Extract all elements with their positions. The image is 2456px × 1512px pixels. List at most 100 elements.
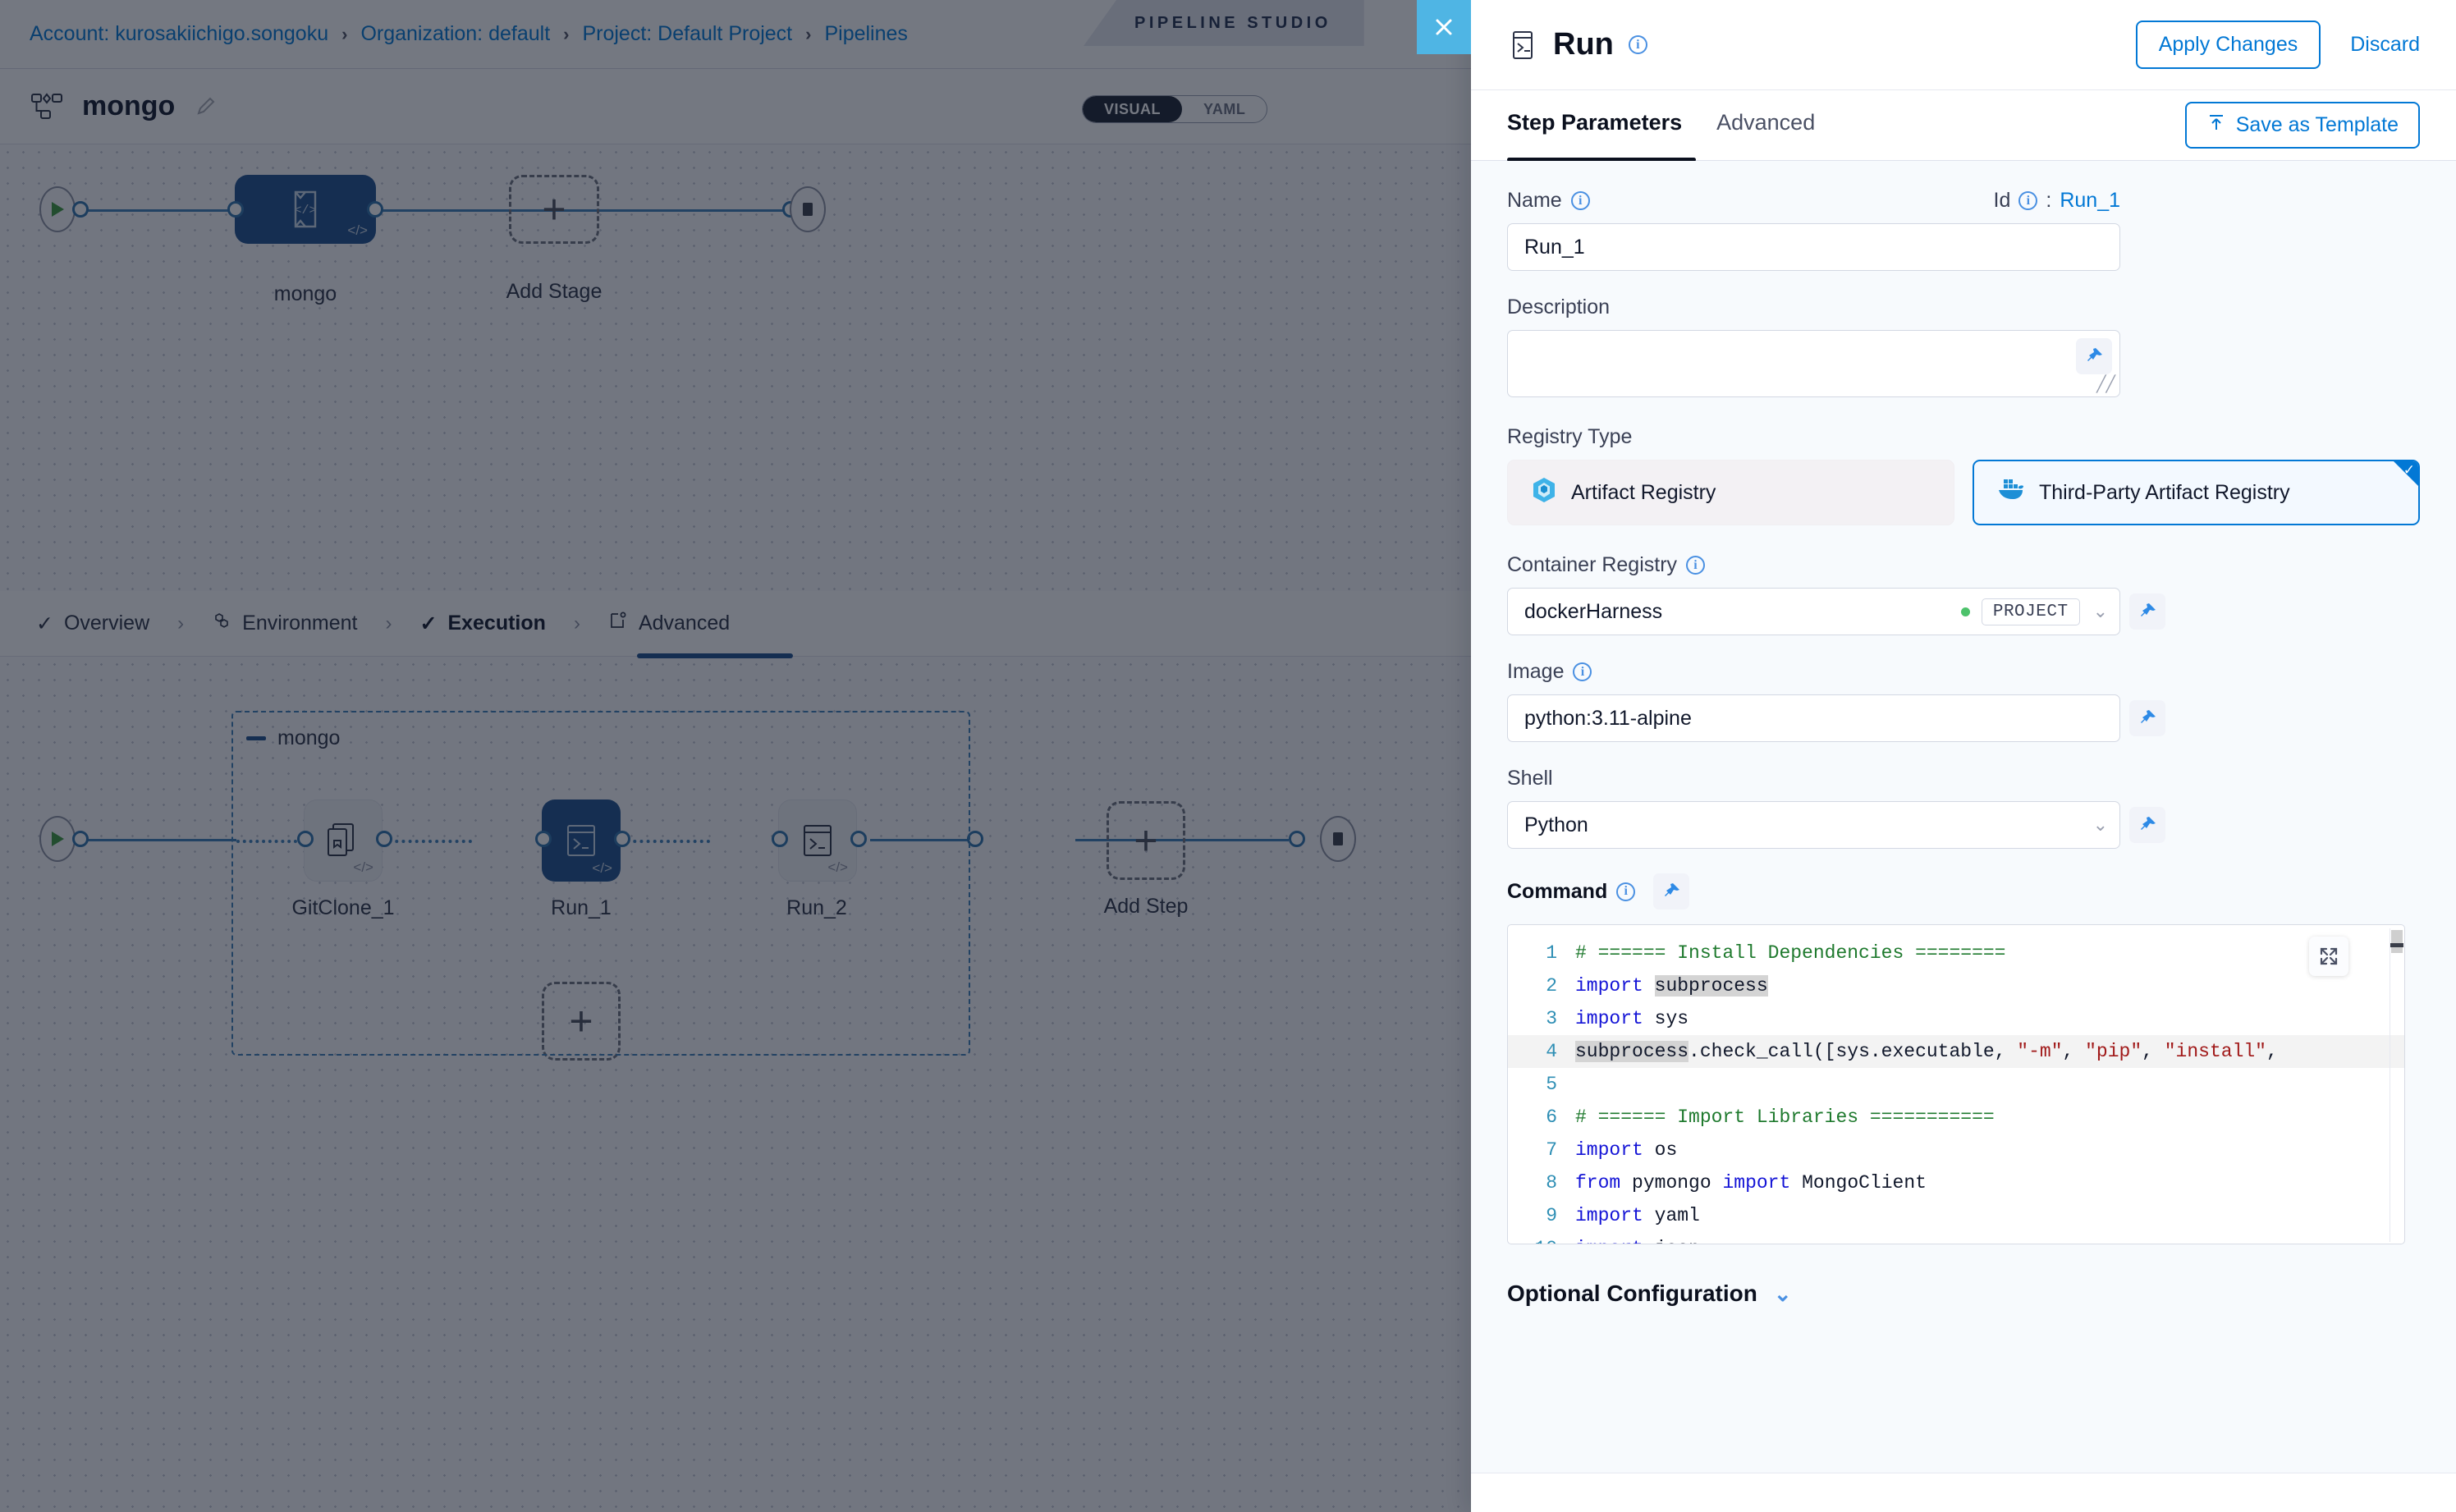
optional-configuration-toggle[interactable]: Optional Configuration ⌄ (1507, 1281, 2420, 1307)
info-icon[interactable]: i (2018, 191, 2038, 210)
image-label-text: Image (1507, 660, 1565, 683)
pipeline-studio-label: PIPELINE STUDIO (1134, 13, 1331, 32)
stage-config-tabs[interactable]: ✓ Overview › Environment › ✓ Execution › (0, 591, 1471, 658)
line-number: 1 (1546, 942, 1557, 964)
container-registry-label-text: Container Registry (1507, 553, 1678, 576)
container-registry-value: dockerHarness (1524, 599, 1663, 623)
stage-group-label: mongo (277, 726, 341, 749)
expand-icon[interactable] (2309, 937, 2348, 976)
page-title: mongo (82, 90, 176, 121)
code-badge: </> (347, 222, 368, 238)
image-row (1507, 694, 2420, 742)
info-icon[interactable]: i (1628, 35, 1647, 54)
info-icon[interactable]: i (1573, 662, 1592, 681)
info-icon[interactable]: i (1616, 882, 1636, 901)
id-separator: : (2046, 189, 2052, 212)
save-as-template-button[interactable]: Save as Template (2184, 102, 2420, 149)
code-lines: 1# ====== Install Dependencies ======== … (1508, 925, 2404, 1244)
selected-corner-marker (2394, 461, 2418, 486)
editor-scrollbar[interactable] (2390, 928, 2403, 1242)
chevron-down-icon[interactable]: ⌄ (1773, 1281, 1792, 1306)
close-icon[interactable] (1417, 0, 1471, 54)
drawer-header: Run i Apply Changes Discard (1471, 0, 2456, 90)
pin-icon[interactable] (2129, 807, 2165, 843)
id-label-text: Id (1993, 189, 2011, 212)
id-label: Id i : Run_1 (1994, 189, 2120, 213)
container-registry-label: Container Registry i (1507, 553, 2420, 577)
scrollbar-thumb[interactable] (2391, 930, 2403, 953)
registry-option-third-party-artifact-registry[interactable]: Third-Party Artifact Registry ✓ (1973, 460, 2420, 525)
view-toggle-yaml[interactable]: YAML (1203, 100, 1246, 117)
optional-configuration-label: Optional Configuration (1507, 1281, 1757, 1306)
pipeline-end-node (790, 186, 826, 232)
tab-environment[interactable]: Environment (212, 611, 358, 636)
description-field[interactable]: ╱╱ (1507, 330, 2120, 397)
pipeline-studio-ribbon: PIPELINE STUDIO (1084, 0, 1364, 46)
pipeline-icon (31, 91, 64, 122)
view-toggle-visual[interactable]: VISUAL (1083, 96, 1183, 122)
breadcrumb-item-organization[interactable]: Organization: default (360, 22, 551, 45)
chevron-down-icon[interactable]: ⌄ (2092, 814, 2108, 835)
command-code-editor[interactable]: 1# ====== Install Dependencies ======== … (1507, 924, 2405, 1244)
registry-option-label: Artifact Registry (1571, 480, 1716, 504)
apply-changes-button[interactable]: Apply Changes (2135, 21, 2321, 69)
stage-group-header[interactable]: mongo (246, 726, 340, 750)
check-icon: ✓ (419, 612, 438, 635)
shell-select[interactable]: Python ⌄ (1507, 801, 2120, 849)
container-registry-row: dockerHarness PROJECT ⌄ (1507, 588, 2420, 635)
breadcrumb-item-account[interactable]: Account: kurosakiichigo.songoku (30, 22, 329, 45)
pencil-icon[interactable] (193, 94, 218, 119)
add-stage-button[interactable]: + (509, 175, 599, 244)
code-text: subprocess.check_call([sys.executable, "… (1575, 1041, 2278, 1062)
name-input[interactable] (1507, 223, 2120, 271)
code-line: 6# ====== Import Libraries =========== (1508, 1101, 2404, 1134)
line-number: 8 (1546, 1172, 1557, 1194)
line-number: 5 (1546, 1074, 1557, 1095)
breadcrumb-item-project[interactable]: Project: Default Project (582, 22, 793, 45)
code-text: from pymongo import MongoClient (1575, 1172, 1927, 1194)
breadcrumb-item-pipelines[interactable]: Pipelines (824, 22, 908, 45)
tab-overview[interactable]: ✓ Overview (36, 612, 149, 636)
pin-icon[interactable] (1653, 873, 1690, 909)
tab-execution[interactable]: ✓ Execution (420, 612, 546, 636)
pin-icon[interactable] (2129, 700, 2165, 736)
id-value: Run_1 (2060, 189, 2120, 212)
stage-end-node (1320, 816, 1356, 862)
scrollbar-marker (2390, 943, 2403, 947)
tab-advanced[interactable]: Advanced (1716, 110, 1816, 135)
tab-advanced[interactable]: Advanced (608, 611, 730, 636)
info-icon[interactable]: i (1570, 191, 1590, 210)
image-input[interactable] (1507, 694, 2120, 742)
command-label-row: Command i (1507, 873, 2420, 909)
container-registry-select[interactable]: dockerHarness PROJECT ⌄ (1507, 588, 2120, 635)
registry-type-options: Artifact Registry Third-Party Artifact R… (1507, 460, 2420, 525)
chevron-down-icon[interactable]: ⌄ (2092, 601, 2108, 621)
advanced-icon (608, 611, 628, 636)
stage-graph-canvas[interactable]: </> </> mongo + Add Stage (0, 144, 1471, 591)
view-mode-toggle[interactable]: VISUAL YAML (1082, 95, 1268, 123)
stage-node-label: mongo (273, 282, 337, 305)
code-line: 10import json (1508, 1232, 2404, 1244)
pin-icon[interactable] (2076, 338, 2112, 374)
discard-button[interactable]: Discard (2350, 33, 2420, 56)
tab-step-parameters[interactable]: Step Parameters (1507, 110, 1683, 135)
pin-icon[interactable] (2129, 593, 2165, 630)
breadcrumb-separator: › (563, 23, 570, 44)
info-icon[interactable]: i (1686, 556, 1706, 575)
registry-option-artifact-registry[interactable]: Artifact Registry (1507, 460, 1954, 525)
add-step-button[interactable]: + (1107, 801, 1185, 880)
active-tab-underline (1507, 158, 1696, 162)
line-number: 3 (1546, 1008, 1557, 1029)
stage-node-mongo[interactable]: </> </> (235, 175, 376, 244)
collapse-icon[interactable] (246, 736, 266, 740)
tab-execution-label: Execution (447, 612, 546, 635)
graph-port (72, 201, 89, 218)
docker-icon (1997, 478, 2025, 508)
add-stage-label: Add Stage (506, 280, 603, 303)
pipeline-start-node (39, 186, 76, 232)
tab-separator: › (177, 612, 185, 635)
resize-handle-icon[interactable]: ╱╱ (2096, 376, 2115, 393)
